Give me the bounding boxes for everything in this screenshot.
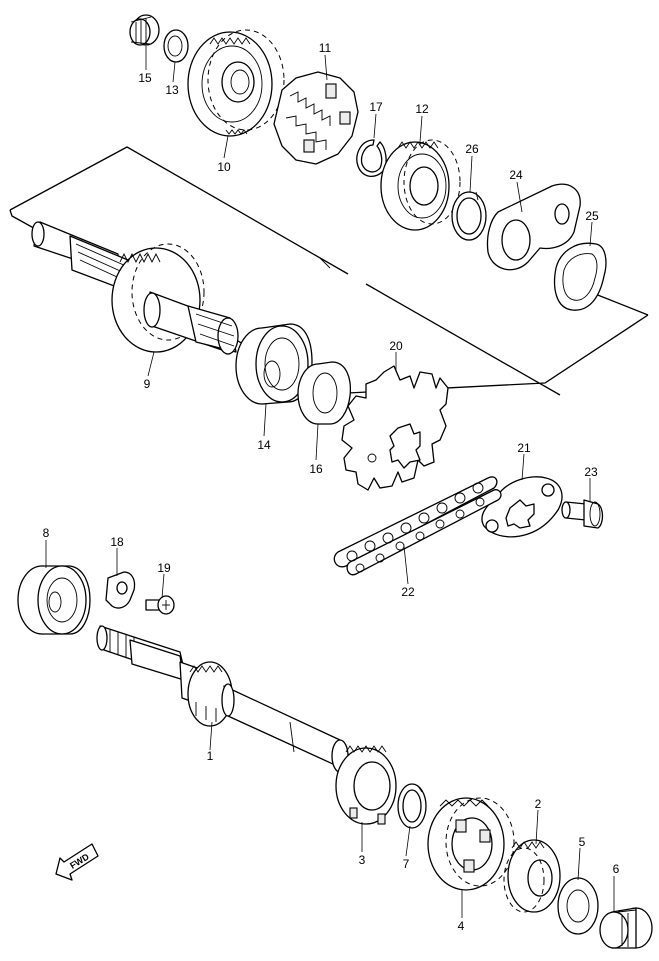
part-label-23: 23	[584, 465, 598, 479]
part-label-8: 8	[43, 526, 50, 540]
part-12-gear	[380, 139, 461, 231]
part-8-bearing	[17, 565, 91, 635]
part-label-14: 14	[257, 438, 271, 452]
part-label-7: 7	[403, 857, 410, 871]
part-15-needle-bearing	[129, 14, 160, 46]
part-label-4: 4	[458, 919, 465, 933]
part-label-22: 22	[401, 585, 415, 599]
part-11-dog-gear	[273, 71, 359, 165]
part-20-sprocket	[341, 365, 449, 491]
part-18-stopper	[105, 571, 136, 609]
part-26-circlip	[451, 191, 487, 241]
part-2-gear	[503, 839, 561, 913]
part-label-11: 11	[319, 41, 332, 55]
part-6-needle-bearing	[599, 907, 653, 949]
part-label-24: 24	[509, 168, 523, 182]
part-label-26: 26	[465, 142, 479, 156]
part-3-gear	[335, 745, 397, 825]
part-label-13: 13	[165, 83, 179, 97]
fwd-arrow-icon: FWD	[55, 843, 99, 881]
part-label-1: 1	[207, 749, 214, 763]
part-24-plate	[486, 183, 581, 271]
part-23-bolt	[561, 499, 604, 529]
part-label-15: 15	[138, 71, 152, 85]
part-25-gasket	[553, 242, 607, 311]
part-16-oil-seal	[297, 361, 352, 425]
part-label-3: 3	[359, 853, 366, 867]
part-22-drive-chain	[333, 476, 502, 576]
part-7-circlip	[397, 783, 427, 829]
part-label-9: 9	[144, 377, 151, 391]
part-label-21: 21	[517, 441, 531, 455]
part-4-dog-gear	[427, 797, 515, 891]
part-17-circlip	[356, 139, 387, 177]
part-13-washer	[163, 29, 189, 63]
part-label-18: 18	[110, 535, 124, 549]
part-label-12: 12	[415, 102, 429, 116]
part-1-mainshaft	[96, 625, 349, 773]
part-label-5: 5	[579, 835, 586, 849]
part-label-10: 10	[217, 160, 231, 174]
part-label-25: 25	[585, 209, 599, 223]
leader-lines	[45, 46, 615, 918]
part-19-screw	[145, 595, 175, 615]
part-5-washer	[557, 877, 599, 935]
part-label-17: 17	[369, 100, 383, 114]
part-label-6: 6	[613, 862, 620, 876]
part-10-gear	[187, 29, 285, 137]
part-label-20: 20	[389, 339, 403, 353]
part-9-countershaft	[31, 221, 239, 355]
part-label-16: 16	[309, 462, 323, 476]
part-labels: 1 2 3 4 5 6 7 8 9 10 11 12 13 14 15 16 1…	[43, 41, 620, 933]
part-21-retainer-plate	[481, 476, 563, 538]
part-label-19: 19	[157, 561, 171, 575]
part-label-2: 2	[535, 797, 542, 811]
